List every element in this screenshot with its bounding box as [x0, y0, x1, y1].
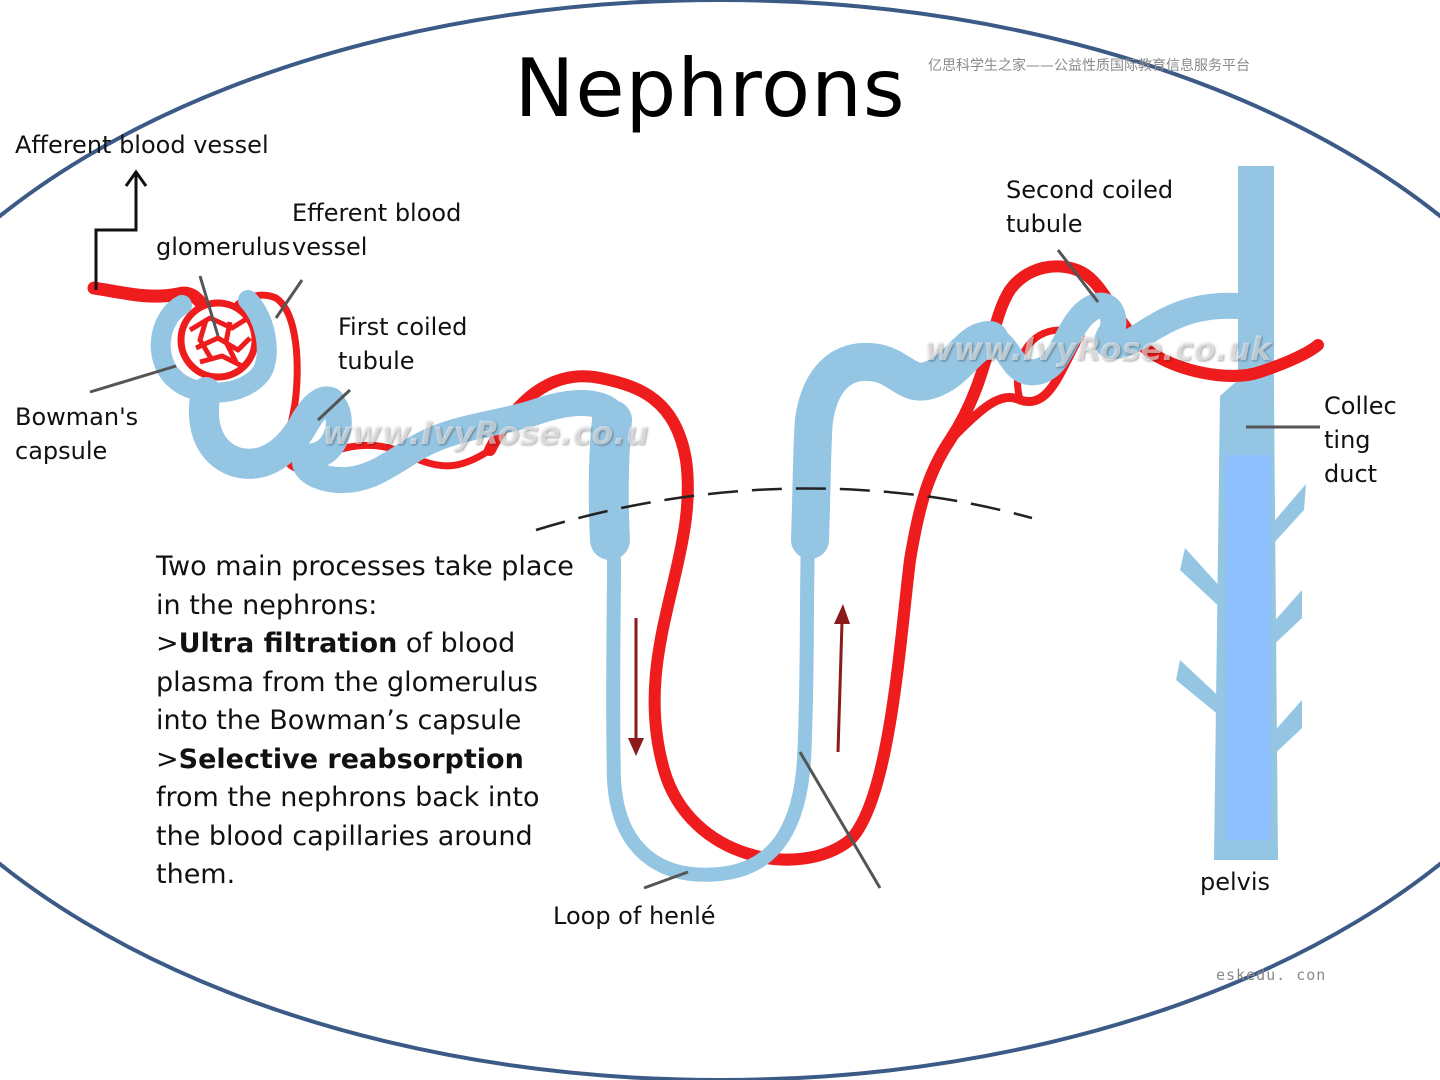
label-second-coiled: Second coiled tubule	[1006, 176, 1174, 238]
watermark-chinese: 亿思科学生之家——公益性质国际教育信息服务平台	[928, 58, 1250, 74]
pointer-bowman	[89, 364, 177, 394]
label-pelvis: pelvis	[1200, 868, 1271, 896]
afferent-arrow	[94, 169, 148, 290]
label-bowman: Bowman's capsule	[15, 403, 139, 465]
watermark-site: eskedu. con	[1216, 966, 1327, 984]
slide-title: Nephrons	[514, 42, 906, 135]
pointer-second-coiled	[1056, 249, 1100, 303]
label-glomerulus: glomerulus	[156, 233, 291, 261]
process-intro: Two main processes take place in the nep…	[156, 551, 574, 621]
descending-flow-arrow	[628, 618, 644, 756]
nephron-tubule	[150, 290, 1251, 882]
watermark-ivyrose-top: www.IvyRose.co.uk	[924, 330, 1272, 368]
watermark-ivyrose-left: www.IvyRose.co.u	[322, 414, 649, 452]
pointer-first-coiled	[316, 388, 352, 422]
pointer-efferent	[274, 279, 304, 319]
pointer-loop-limb	[798, 751, 882, 889]
label-first-coiled: First coiled tubule	[338, 313, 468, 375]
process-description: Two main processes take place in the nep…	[156, 548, 576, 895]
label-collecting-duct: Collec ting duct	[1324, 392, 1397, 488]
pointer-glomerulus	[198, 275, 220, 337]
glomerulus	[177, 299, 259, 381]
collecting-duct	[1176, 166, 1306, 860]
cortex-medulla-boundary	[535, 487, 1033, 532]
process-selective-reabsorption: >Selective reabsorption from the nephron…	[156, 743, 540, 891]
process-ultrafiltration: >Ultra filtration of blood plasma from t…	[156, 628, 538, 736]
pointer-lines	[89, 249, 1320, 890]
ascending-flow-arrow	[834, 604, 850, 753]
label-efferent: Efferent blood vessel	[292, 199, 462, 261]
label-loop-of-henle: Loop of henlé	[553, 902, 716, 930]
label-afferent: Afferent blood vessel	[15, 131, 269, 159]
pointer-loop	[643, 870, 689, 890]
